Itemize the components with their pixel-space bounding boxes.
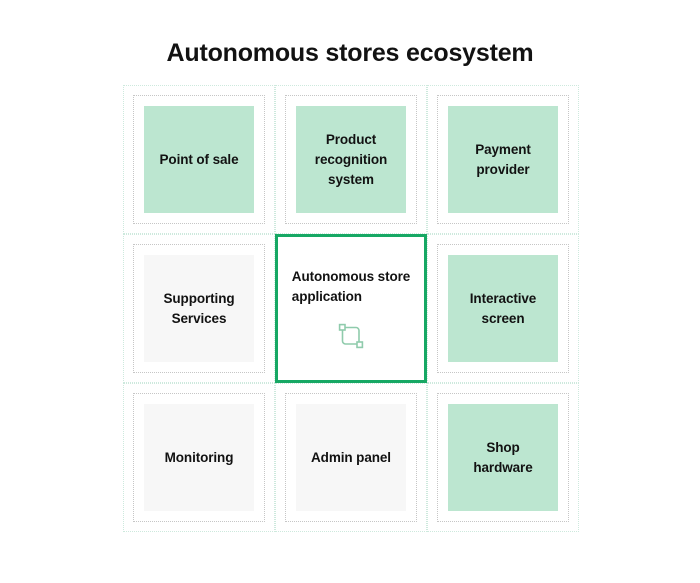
grid-cell-product-recognition[interactable]: Product recognition system: [275, 85, 427, 234]
cell-label: Point of sale: [159, 151, 239, 167]
cell-inner-frame: Interactive screen: [437, 244, 569, 373]
cell-label: Monitoring: [164, 449, 234, 465]
cell-label: Supporting Services: [163, 290, 235, 326]
cell-inner-frame: Payment provider: [437, 95, 569, 224]
grid-cell-supporting-services[interactable]: Supporting Services: [123, 234, 275, 383]
grid-cell-payment-provider[interactable]: Payment provider: [427, 85, 579, 234]
cell-inner-frame: Shop hardware: [437, 393, 569, 522]
cell-inner-frame: Supporting Services: [133, 244, 265, 373]
cell-content-box: Admin panel: [296, 404, 406, 511]
cell-inner-frame: Monitoring: [133, 393, 265, 522]
cell-content-box: Monitoring: [144, 404, 254, 511]
cell-label: Shop hardware: [473, 439, 533, 475]
cell-content-box: Product recognition system: [296, 106, 406, 213]
grid-cell-monitoring[interactable]: Monitoring: [123, 383, 275, 532]
cell-label: Product recognition system: [314, 131, 388, 187]
cell-inner-frame: Admin panel: [285, 393, 417, 522]
grid-cell-shop-hardware[interactable]: Shop hardware: [427, 383, 579, 532]
grid-cell-point-of-sale[interactable]: Point of sale: [123, 85, 275, 234]
highlighted-card: Autonomous store application: [275, 234, 427, 383]
transform-handles-icon: [336, 321, 366, 351]
cell-label: Autonomous store application: [291, 268, 411, 304]
cell-label: Admin panel: [311, 449, 391, 465]
cell-label: Payment provider: [475, 141, 531, 177]
cell-label: Interactive screen: [469, 290, 537, 326]
cell-content-box: Shop hardware: [448, 404, 558, 511]
page-title: Autonomous stores ecosystem: [166, 39, 534, 67]
cell-content-box: Payment provider: [448, 106, 558, 213]
cell-content-box: Point of sale: [144, 106, 254, 213]
ecosystem-grid: Point of sale Product recognition system…: [123, 85, 579, 532]
grid-cell-interactive-screen[interactable]: Interactive screen: [427, 234, 579, 383]
grid-cell-admin-panel[interactable]: Admin panel: [275, 383, 427, 532]
cell-inner-frame: Product recognition system: [285, 95, 417, 224]
cell-content-box: Supporting Services: [144, 255, 254, 362]
cell-content-box: Interactive screen: [448, 255, 558, 362]
cell-inner-frame: Point of sale: [133, 95, 265, 224]
grid-cell-autonomous-store-application[interactable]: Autonomous store application: [275, 234, 427, 383]
